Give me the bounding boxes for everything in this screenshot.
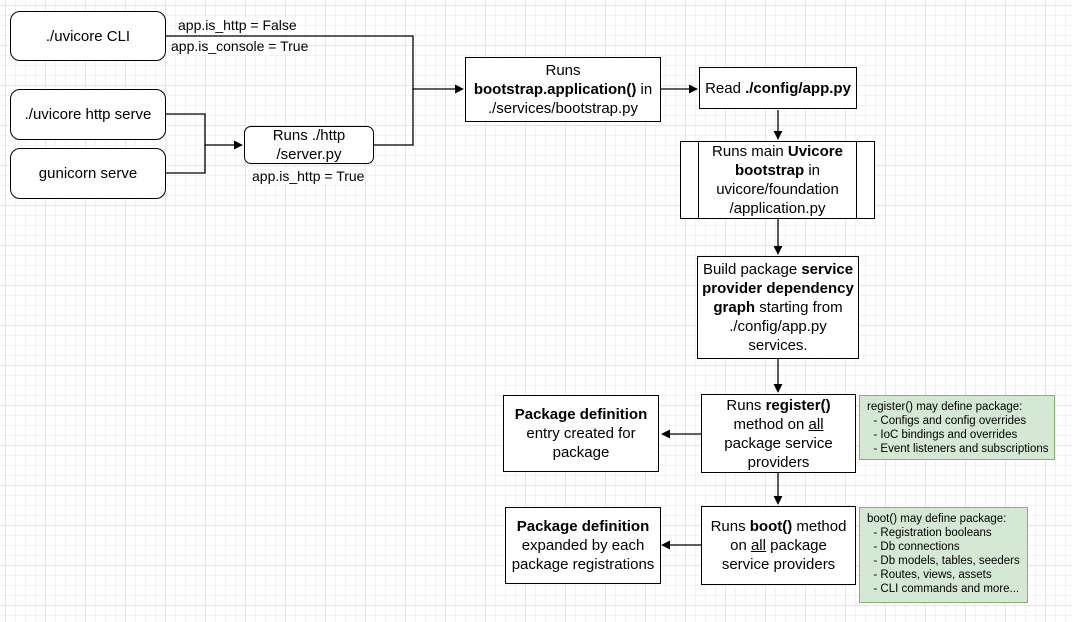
build-graph-line-5: services. [748, 337, 808, 354]
boot-bold: boot() [749, 518, 793, 535]
pkg-def-created-line-2: entry created for [526, 425, 636, 442]
register-note[interactable]: register() may define package: - Configs… [859, 395, 1055, 460]
pkg-def-expanded-line-2: expanded by each [521, 537, 645, 554]
main-bootstrap-node[interactable]: Runs main Uvicore bootstrap in uvicore/f… [680, 141, 875, 219]
uvicore-cli-node[interactable]: ./uvicore CLI [10, 11, 166, 61]
uvicore-http-serve-label: ./uvicore http serve [24, 106, 152, 123]
main-bootstrap-line-4: /application.py [729, 200, 826, 217]
label-is-http-true: app.is_http = True [252, 168, 365, 184]
edge-http-serve-to-server [166, 113, 243, 150]
boot-prefix: Runs [710, 518, 750, 535]
pkg-def-created-line-3: package [552, 444, 610, 461]
register-bold: register() [765, 396, 831, 414]
edge-server-to-bootstrap [374, 89, 414, 146]
register-line-4: providers [747, 453, 810, 471]
bootstrap-bold: bootstrap.application() [473, 81, 637, 98]
boot-line-2-post: package [765, 537, 827, 554]
read-config-prefix: Read [705, 79, 746, 97]
main-bootstrap-line-3: uvicore/foundation [716, 181, 839, 198]
register-prefix: Runs [726, 396, 766, 414]
register-underline: all [808, 415, 824, 433]
build-graph-bold-3: graph [713, 299, 756, 316]
pkg-def-created-bold: Package definition [514, 406, 648, 423]
run-boot-node[interactable]: Runs boot() method on all package servic… [701, 506, 856, 585]
build-graph-bold-1: service [801, 261, 854, 278]
register-line-3: package service [724, 434, 833, 452]
build-graph-bold-2: provider dependency [702, 280, 854, 297]
package-definition-created-node[interactable]: Package definition entry created for pac… [503, 395, 659, 472]
edge-gunicorn-to-server [166, 145, 206, 174]
boot-line-3: service providers [721, 556, 836, 573]
edge-cli-to-bootstrap [166, 35, 464, 94]
uvicore-http-serve-node[interactable]: ./uvicore http serve [10, 89, 166, 140]
server-py-node[interactable]: Runs ./http /server.py [244, 126, 374, 164]
build-graph-line-4: ./config/app.py [729, 318, 827, 335]
boot-note[interactable]: boot() may define package: - Registratio… [859, 507, 1028, 603]
main-bootstrap-bold-1: Uvicore [787, 143, 843, 160]
build-graph-after-bold: starting from [755, 299, 843, 316]
boot-underline: all [750, 537, 766, 554]
read-config-node[interactable]: Read ./config/app.py [699, 67, 857, 109]
pkg-def-expanded-line-3: package registrations [511, 556, 655, 573]
label-is-http-false: app.is_http = False [178, 17, 297, 33]
gunicorn-serve-label: gunicorn serve [38, 165, 138, 182]
boot-after-bold: method [792, 518, 847, 535]
run-register-node[interactable]: Runs register() method on all package se… [701, 394, 856, 473]
build-graph-prefix: Build package [702, 261, 802, 278]
server-line-1: Runs ./http [272, 127, 346, 144]
label-is-console-true: app.is_console = True [171, 38, 309, 54]
package-definition-expanded-node[interactable]: Package definition expanded by each pack… [505, 507, 661, 584]
main-bootstrap-prefix: Runs main [712, 143, 788, 160]
server-line-2: /server.py [276, 146, 342, 163]
uvicore-cli-label: ./uvicore CLI [45, 27, 131, 45]
bootstrap-line-3: ./services/bootstrap.py [487, 100, 639, 117]
read-config-bold: ./config/app.py [745, 79, 851, 97]
bootstrap-line-1: Runs [545, 62, 581, 79]
bootstrap-application-node[interactable]: Runs bootstrap.application() in ./servic… [465, 57, 661, 122]
pkg-def-expanded-bold: Package definition [516, 518, 650, 535]
main-bootstrap-after-bold: in [804, 162, 820, 179]
boot-line-2-pre: on [730, 537, 751, 554]
register-line-2-pre: method on [733, 415, 809, 433]
bootstrap-after-bold: in [636, 81, 653, 98]
gunicorn-serve-node[interactable]: gunicorn serve [10, 148, 166, 199]
main-bootstrap-bold-2: bootstrap [734, 162, 805, 179]
build-dependency-graph-node[interactable]: Build package service provider dependenc… [697, 256, 859, 359]
